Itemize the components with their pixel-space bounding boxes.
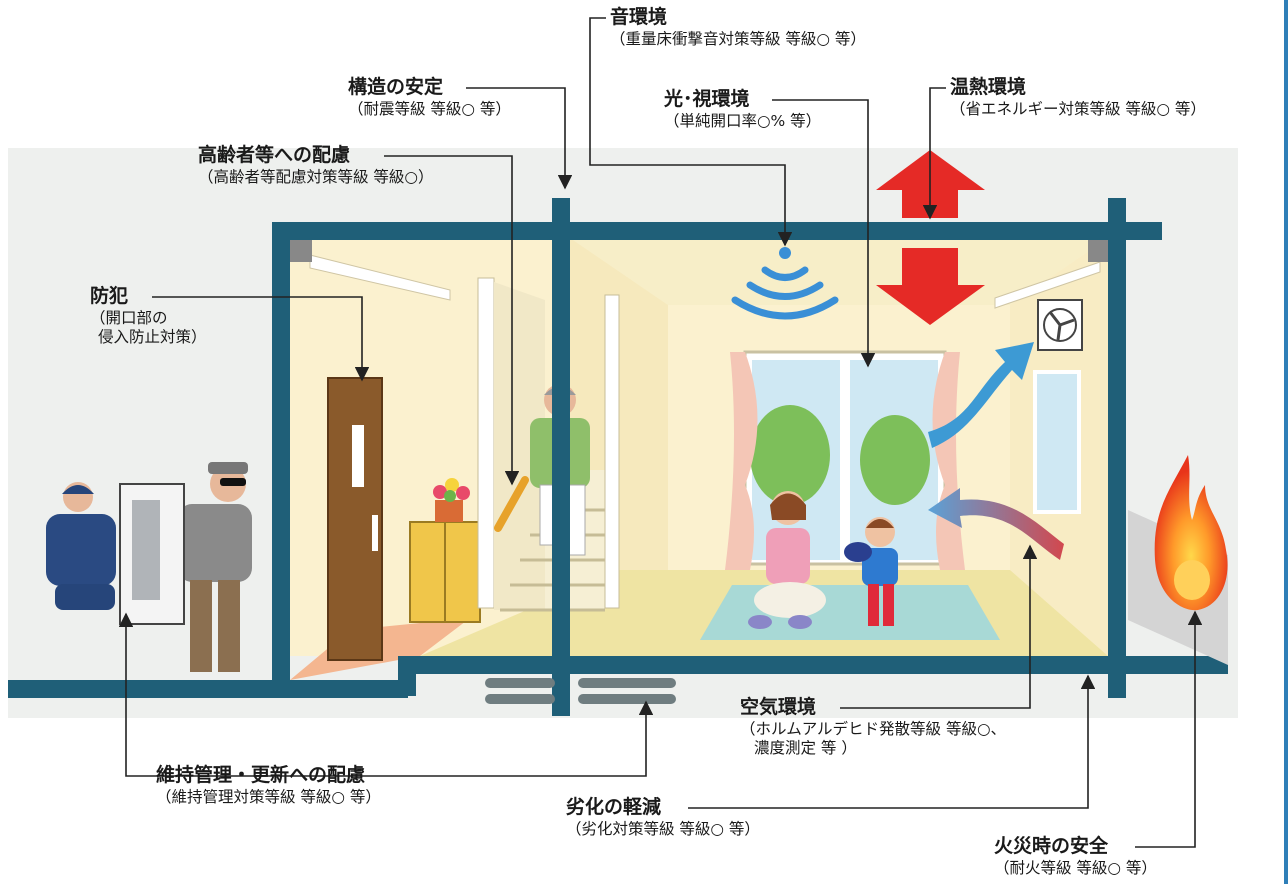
air-inflow-arrow	[928, 342, 1034, 448]
label-title: 構造の安定	[348, 76, 444, 98]
side-window	[1033, 370, 1081, 514]
air-outflow-arrow	[928, 488, 1064, 560]
label-title: 空気環境	[740, 696, 817, 718]
label-detail: （高齢者等配慮対策等級 等級○）	[198, 167, 434, 186]
burglar-crouching	[46, 482, 116, 610]
label-title: 高齢者等への配慮	[198, 144, 351, 166]
label-detail: （ホルムアルデヒド発散等級 等級○、	[740, 719, 1006, 738]
label-fire-safety: 火災時の安全 （耐火等級 等級○ 等）	[994, 835, 1157, 878]
building-frame	[8, 198, 1228, 716]
label-detail: （劣化対策等級 等級○ 等）	[566, 819, 760, 838]
burglar-standing	[178, 462, 252, 672]
label-detail-2: 侵入防止対策）	[98, 328, 207, 347]
sound-wave-icon	[731, 247, 839, 320]
label-structure: 構造の安定 （耐震等級 等級○ 等）	[348, 76, 511, 119]
utility-box	[119, 483, 185, 625]
label-detail: （耐震等級 等級○ 等）	[348, 99, 511, 118]
label-maintenance: 維持管理・更新への配慮 （維持管理対策等級 等級○ 等）	[156, 764, 381, 807]
label-detail: （単純開口率○% 等）	[664, 111, 822, 130]
label-elderly-care: 高齢者等への配慮 （高齢者等配慮対策等級 等級○）	[198, 144, 433, 187]
label-degradation: 劣化の軽減 （劣化対策等級 等級○ 等）	[566, 796, 760, 839]
label-title: 防犯	[90, 285, 129, 307]
label-detail-2: 濃度測定 等 ）	[754, 739, 857, 758]
label-title: 音環境	[610, 6, 668, 28]
ceiling-corner-left	[290, 240, 312, 262]
ceiling-light-right	[994, 261, 1101, 309]
right-edge-bar	[1284, 0, 1288, 884]
label-detail: （耐火等級 等級○ 等）	[994, 858, 1157, 877]
mother-figure	[748, 491, 826, 629]
label-light-visual: 光･視環境 （単純開口率○% 等）	[664, 88, 821, 131]
label-air-environment: 空気環境 （ホルムアルデヒド発散等級 等級○、 濃度測定 等 ）	[740, 696, 1006, 759]
label-detail: （省エネルギー対策等級 等級○ 等）	[950, 99, 1206, 118]
label-title: 光･視環境	[664, 88, 750, 110]
leader-lines	[118, 17, 1203, 848]
flower-pot-icon	[433, 478, 470, 522]
label-title: 温熱環境	[950, 76, 1027, 98]
label-thermal: 温熱環境 （省エネルギー対策等級 等級○ 等）	[950, 76, 1206, 119]
label-detail: （開口部の	[90, 308, 168, 327]
ceiling-corner-right	[1088, 240, 1108, 262]
label-detail: （重量床衝撃音対策等級 等級○ 等）	[610, 29, 866, 48]
label-detail: （維持管理対策等級 等級○ 等）	[156, 787, 381, 806]
child-figure	[844, 517, 898, 626]
handrail	[494, 476, 529, 532]
fan-icon	[1037, 299, 1083, 351]
ceiling-light-left	[309, 254, 451, 301]
window	[725, 350, 965, 570]
label-title: 劣化の軽減	[566, 796, 662, 818]
entrance-door	[327, 377, 383, 661]
label-sound-environment: 音環境 （重量床衝撃音対策等級 等級○ 等）	[610, 6, 866, 49]
label-security: 防犯 （開口部の 侵入防止対策）	[90, 285, 207, 348]
rug	[700, 585, 1000, 640]
label-title: 維持管理・更新への配慮	[156, 764, 366, 786]
fire-icon	[1154, 455, 1228, 611]
label-title: 火災時の安全	[994, 835, 1109, 857]
